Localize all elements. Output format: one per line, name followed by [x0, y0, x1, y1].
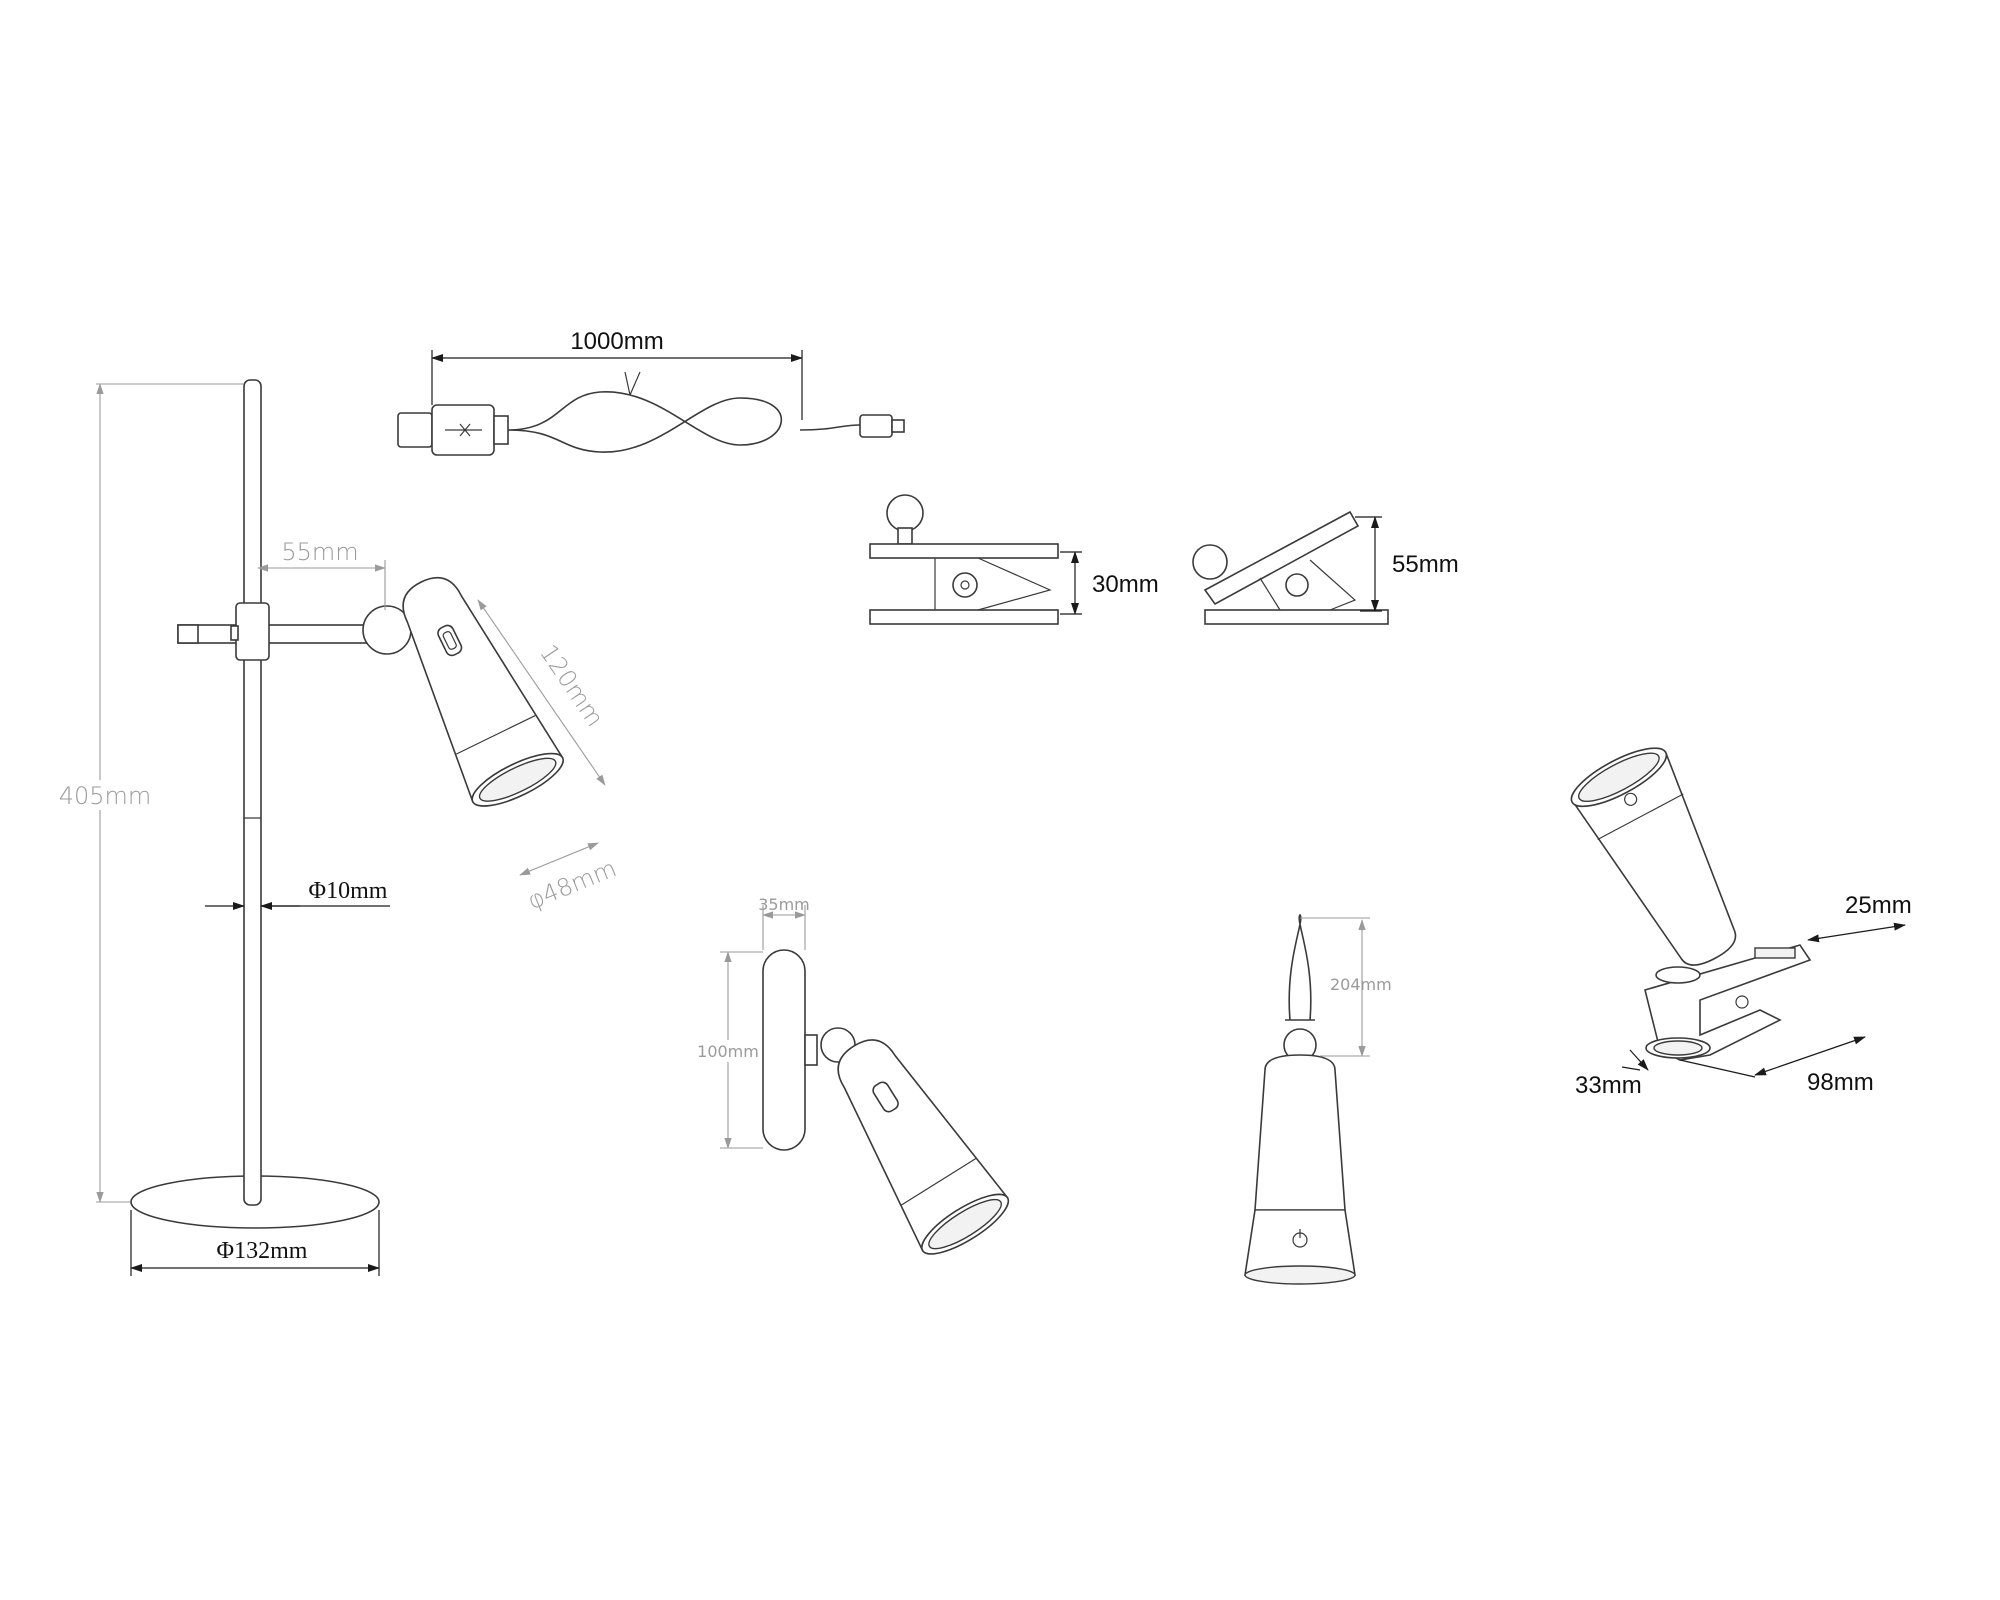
lamp-collar	[235, 602, 270, 661]
torch-length-label: 204mm	[1330, 975, 1392, 994]
lamp-head	[402, 577, 564, 807]
clip-open-height-label: 55mm	[1392, 551, 1459, 578]
wall-plate	[762, 949, 806, 1151]
hanging-strap	[1285, 913, 1315, 1021]
clip-lamp-depth-label: 33mm	[1575, 1072, 1642, 1099]
clip-open-view: 55mm	[1192, 510, 1459, 625]
base-diameter-label: Φ132mm	[217, 1238, 308, 1264]
clip-closed-bottom-jaw	[869, 609, 1059, 625]
clip-open-top-jaw	[1203, 510, 1360, 606]
head-length-label: 120mm	[534, 639, 609, 731]
arm-offset-label: 55mm	[281, 538, 358, 566]
clip-lamp-width-label: 25mm	[1845, 892, 1912, 919]
wall-mount-view: 35mm 100mm	[695, 895, 1010, 1255]
clip-lamp-head	[1570, 747, 1737, 966]
clip-closed-height-label: 30mm	[1092, 571, 1159, 598]
table-lamp-view: 405mm 55mm 120mm φ48mm Φ10mm Φ132mm	[55, 379, 621, 1276]
lamp-arm	[177, 624, 374, 644]
lamp-height-label: 405mm	[59, 782, 152, 810]
pole-diameter-label: Φ10mm	[309, 878, 388, 904]
hanging-torch-view: 204mm	[1244, 913, 1392, 1285]
torch-body	[1254, 1054, 1346, 1211]
wall-depth-label: 35mm	[758, 895, 810, 914]
micro-usb-plug	[859, 414, 893, 438]
wall-height-label: 100mm	[697, 1042, 759, 1061]
head-diameter-label: φ48mm	[524, 854, 621, 915]
clip-lamp-length-label: 98mm	[1807, 1069, 1874, 1096]
usb-cable-view: 1000mm	[397, 328, 905, 456]
cable-loop	[507, 391, 783, 453]
clip-closed-view: 30mm	[869, 494, 1159, 625]
usb-a-plug	[397, 412, 433, 448]
clip-lamp-view: 25mm 33mm 98mm	[1570, 747, 1912, 1099]
clip-open-bottom-jaw	[1204, 609, 1389, 625]
lamp-pole	[243, 379, 262, 1206]
cable-length-label: 1000mm	[570, 328, 663, 355]
wall-lamp-head	[837, 1039, 1010, 1255]
clip-closed-top-jaw	[869, 543, 1059, 559]
